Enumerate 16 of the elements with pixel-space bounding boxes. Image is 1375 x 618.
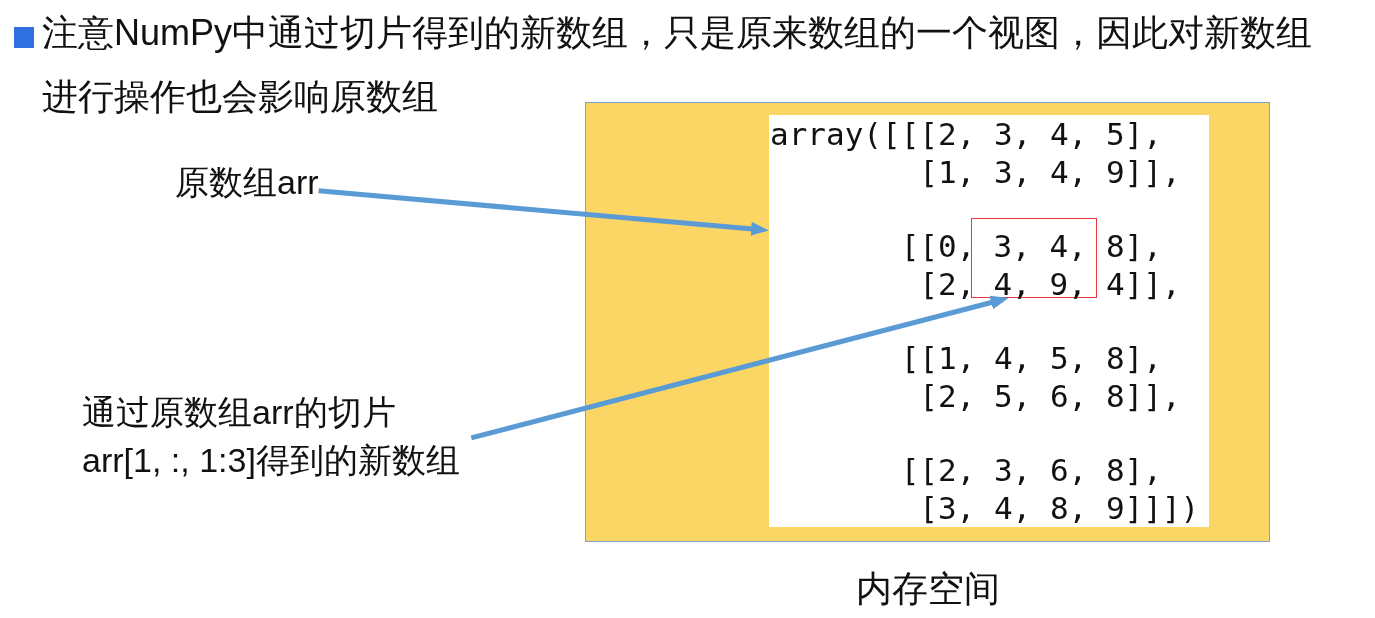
highlight-box xyxy=(970,218,1098,298)
array-label: 原数组arr xyxy=(175,162,319,202)
code-text: 3, 4, xyxy=(993,226,1087,265)
arrow xyxy=(470,295,1009,441)
code-text: [[2, 3, 6, 8], [3, 4, 8, 9]]]) xyxy=(900,451,1201,527)
code-text: 8], xyxy=(1105,227,1162,265)
code-text: 4, 9, xyxy=(993,264,1087,303)
arrow xyxy=(318,188,769,236)
caption-text: 内存空间 xyxy=(855,567,1000,611)
code-text: 4]], xyxy=(1105,265,1181,303)
slice-label: 通过原数组arr的切片 arr[1, :, 1:3]得到的新数组 xyxy=(82,388,472,484)
code-text: [[1, 4, 5, 8], [2, 5, 6, 8]], xyxy=(900,339,1182,415)
code-text: [2, xyxy=(919,265,976,303)
code-text: [[0, xyxy=(900,227,976,265)
code-panel xyxy=(769,115,1209,527)
memory-region-box xyxy=(585,102,1270,542)
